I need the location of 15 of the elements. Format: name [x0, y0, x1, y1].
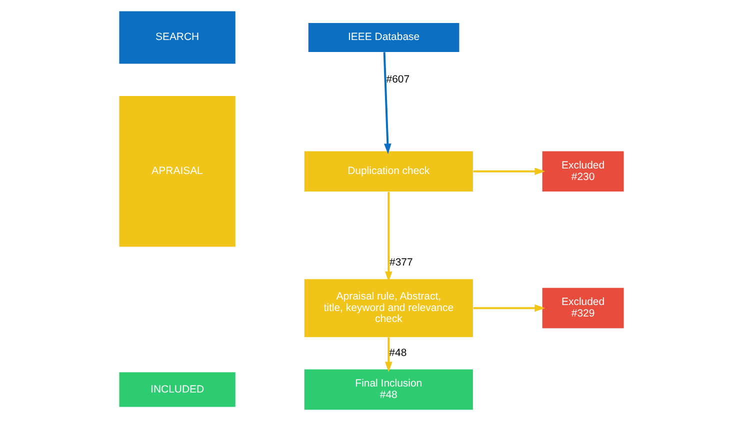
- arrow: [383, 52, 392, 154]
- arrow: [384, 192, 392, 282]
- node-box: Final Inclusion #48: [304, 369, 473, 410]
- node-box: Excluded #329: [542, 288, 624, 328]
- node-box: Duplication check: [304, 151, 473, 192]
- node-box: APRAISAL: [119, 96, 236, 247]
- arrow: [384, 337, 392, 372]
- arrow: [473, 168, 546, 176]
- edge-label: #377: [389, 258, 413, 269]
- node-box: INCLUDED: [119, 372, 236, 407]
- node-box: Excluded #230: [542, 151, 624, 192]
- node-box: SEARCH: [119, 11, 236, 64]
- node-box: IEEE Database: [308, 22, 460, 52]
- node-box: Apraisal rule, Abstract, title, keyword and relevance check: [304, 279, 473, 338]
- arrow: [473, 304, 546, 312]
